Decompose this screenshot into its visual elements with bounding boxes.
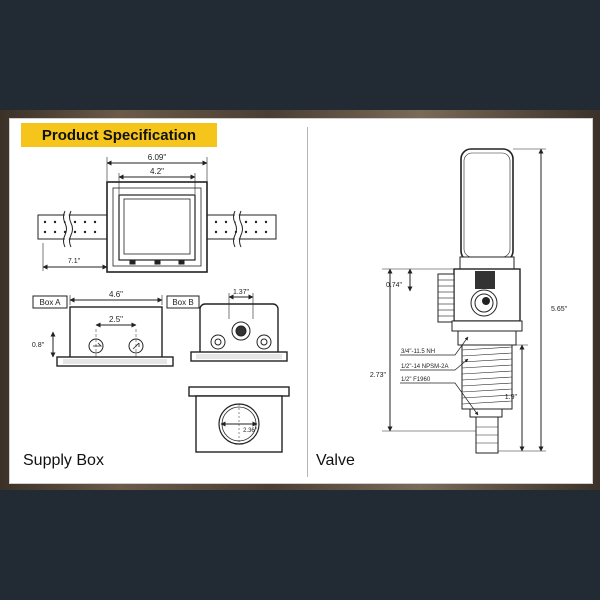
supply-box-caption: Supply Box: [23, 452, 104, 469]
box-b-spacing: 1.37": [233, 289, 250, 296]
valve-dim-top: 0.74": [386, 282, 403, 289]
valve-dim-lower: 2.73": [370, 372, 387, 379]
valve-hammer-arrestor: [460, 148, 514, 262]
valve-callout-f1960: 1/2" F1960: [401, 377, 431, 383]
valve-dim-total: 5.65": [551, 306, 568, 313]
box-a-spacing: 2.5": [109, 315, 123, 324]
box-a-height: 0.8": [32, 342, 45, 349]
valve-drawing: [382, 148, 546, 454]
box-a-side-view: [50, 295, 174, 367]
valve-dim-bottom: 1.9": [505, 394, 518, 401]
valve-callout-npsm: 1/2"-14 NPSM-2A: [401, 364, 448, 370]
box-a-width: 4.6": [109, 290, 123, 299]
dim-width-inner: 4.2": [150, 167, 164, 176]
box-b-tag: [166, 295, 200, 309]
right-bracket-holes: [214, 220, 268, 234]
box-b-label: Box B: [172, 298, 193, 307]
box-a-label: Box A: [40, 298, 62, 307]
panel-divider: [307, 127, 308, 477]
box-b-diameter: 2.36": [243, 428, 257, 434]
valve-callout-hose-thread: 3/4"-11.5 NH: [401, 349, 435, 355]
box-b-bottom-view: [188, 386, 290, 453]
left-bracket-holes: [43, 220, 97, 234]
dim-width-outer: 6.09": [148, 153, 167, 162]
valve-handle: [475, 271, 495, 289]
supply-box-front-view: [37, 157, 277, 273]
spec-banner: Product Specification: [21, 123, 217, 147]
spec-panel: Product Specification: [9, 118, 593, 484]
left-stud-bracket: [37, 214, 109, 240]
box-b-side-view: [190, 293, 288, 362]
spec-drawing: 6.09" 4.2" 7.1" Box A 4.6" 2.5" 0.8" Box…: [32, 148, 568, 454]
dim-stud-offset: 7.1": [68, 258, 81, 265]
box-a-tag: [32, 295, 68, 309]
valve-caption: Valve: [316, 452, 355, 469]
